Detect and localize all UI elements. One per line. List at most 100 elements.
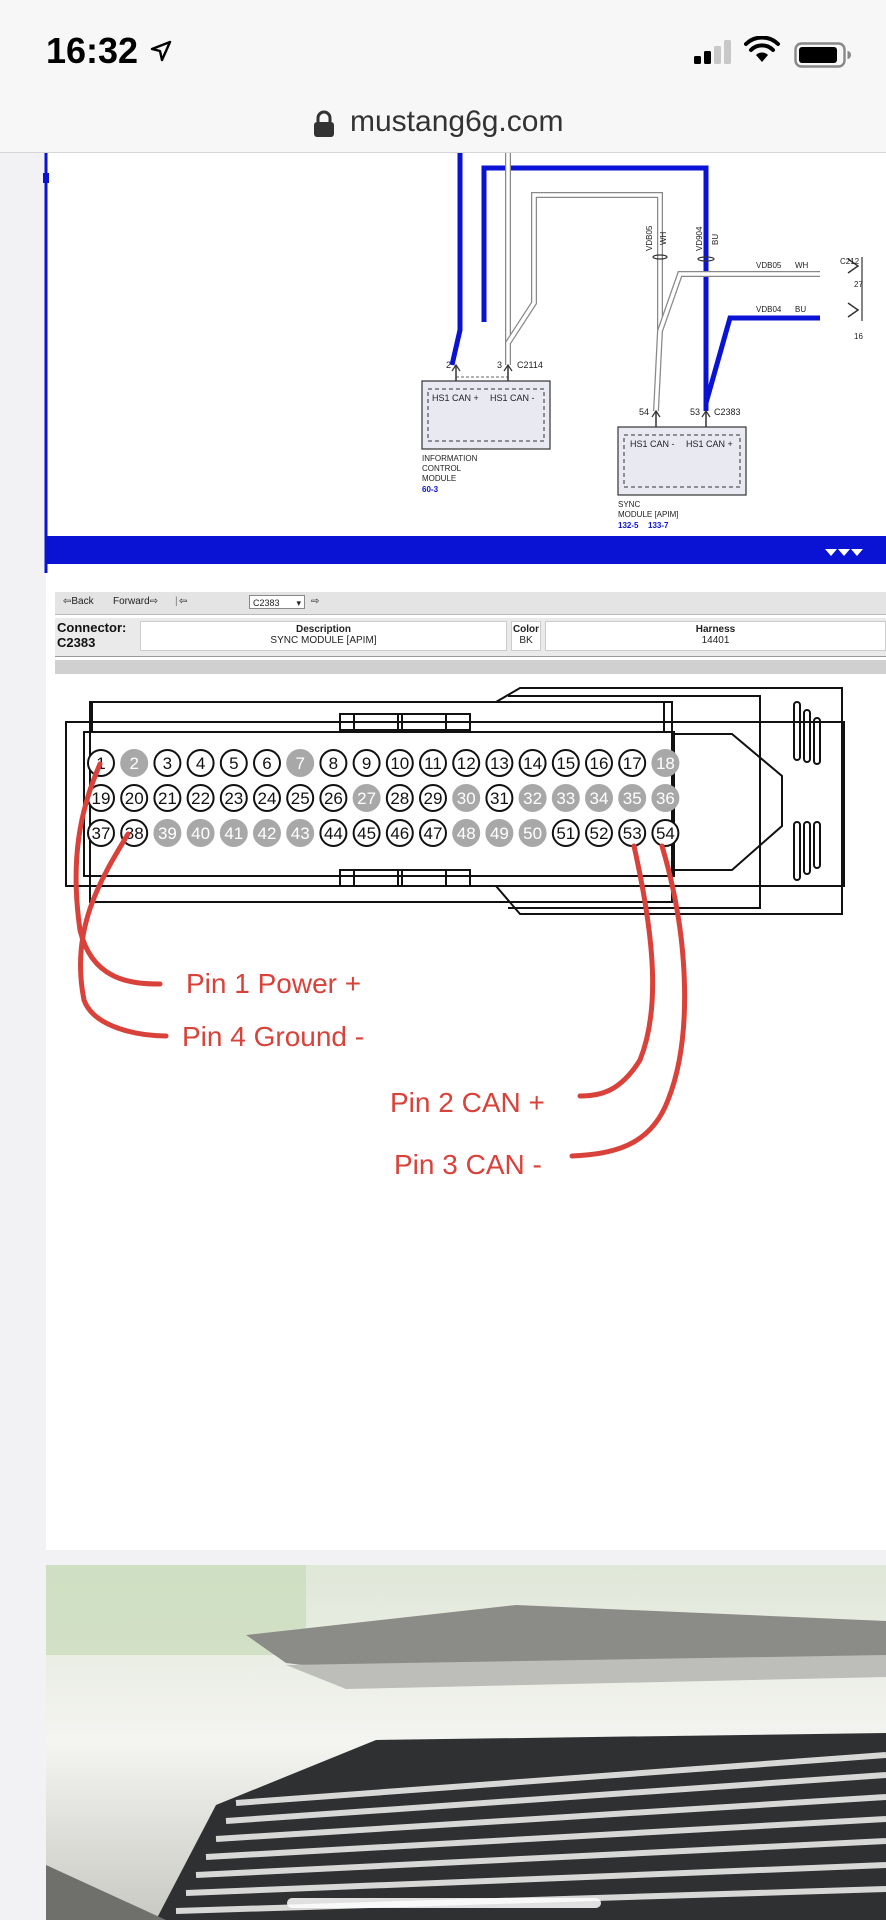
- svg-text:VD904: VD904: [695, 226, 704, 251]
- pin-5: [219, 749, 248, 777]
- connector-select[interactable]: C2383▾: [249, 595, 305, 609]
- pin-12: [452, 749, 481, 777]
- pin-label-29: 29: [424, 789, 443, 808]
- pin-label-13: 13: [490, 754, 509, 773]
- color-cell: Color BK: [511, 621, 541, 651]
- sync-ref-link-1[interactable]: 132-5: [618, 521, 639, 530]
- pin-label-54: 54: [656, 824, 675, 843]
- connector-label: Connector:: [57, 620, 127, 635]
- battery-icon: [794, 42, 851, 68]
- svg-text:MODULE [APIM]: MODULE [APIM]: [618, 510, 678, 519]
- address-bar[interactable]: mustang6g.com: [0, 100, 886, 153]
- pin-label-4: 4: [196, 754, 205, 773]
- pin-label-42: 42: [258, 824, 277, 843]
- pin-48: [452, 819, 481, 847]
- forward-button[interactable]: Forward⇨: [113, 596, 159, 607]
- pin3-annotation: Pin 3 CAN -: [394, 1149, 542, 1180]
- svg-text:CONTROL: CONTROL: [422, 464, 462, 473]
- pin-label-20: 20: [125, 789, 144, 808]
- pin-label-36: 36: [656, 789, 675, 808]
- svg-text:27: 27: [854, 280, 863, 289]
- url-text[interactable]: mustang6g.com: [350, 105, 564, 138]
- pin-label-6: 6: [262, 754, 271, 773]
- pin-label-25: 25: [291, 789, 310, 808]
- pin-label-51: 51: [556, 824, 575, 843]
- svg-text:WH: WH: [659, 231, 668, 245]
- pin-37: [87, 819, 115, 847]
- circuit-vdb04-label: VDB04: [756, 305, 782, 314]
- connector-value: C2383: [57, 635, 96, 650]
- back-button[interactable]: ⇦Back: [63, 596, 94, 607]
- pin-label-49: 49: [490, 824, 509, 843]
- pin-label-41: 41: [224, 824, 243, 843]
- pin-label-32: 32: [523, 789, 542, 808]
- pin-label-45: 45: [357, 824, 376, 843]
- pin-label-18: 18: [656, 754, 675, 773]
- status-time: 16:32: [46, 30, 139, 71]
- pin-label-40: 40: [191, 824, 210, 843]
- pin-43: [286, 819, 315, 847]
- pin-16: [585, 749, 613, 777]
- pin-51: [551, 819, 580, 847]
- pin-17: [618, 749, 647, 777]
- pin-label-17: 17: [623, 754, 642, 773]
- pin-label-30: 30: [457, 789, 476, 808]
- pin-23: [219, 784, 248, 812]
- pin-2: [120, 749, 149, 777]
- pin-label-26: 26: [324, 789, 343, 808]
- pin-8: [319, 749, 348, 777]
- pin-54: [651, 819, 680, 847]
- next-connector-button[interactable]: ⇨: [311, 596, 320, 607]
- pin-label-22: 22: [191, 789, 210, 808]
- wire-blue-main: [481, 165, 709, 411]
- pin-label-50: 50: [523, 824, 542, 843]
- triple-chevron-down-icon[interactable]: [825, 549, 863, 556]
- icm-ref-link[interactable]: 60-3: [422, 485, 439, 494]
- sync-ref-link-2[interactable]: 133-7: [648, 521, 669, 530]
- pin-28: [385, 784, 414, 812]
- pin-46: [385, 819, 414, 847]
- icm-module-box: [421, 380, 551, 450]
- pin2-wire: [577, 843, 656, 1099]
- pin-label-21: 21: [158, 789, 177, 808]
- pin-50: [518, 819, 547, 847]
- status-bar: 16:32: [0, 0, 886, 100]
- pin-7: [286, 749, 315, 777]
- svg-text:VDB05: VDB05: [645, 225, 654, 251]
- dashboard-photo-image: [46, 1565, 886, 1920]
- pin-10: [385, 749, 414, 777]
- pin-35: [618, 784, 647, 812]
- pin-21: [153, 784, 182, 812]
- pin-label-43: 43: [291, 824, 310, 843]
- pin-label-15: 15: [556, 754, 575, 773]
- pin-30: [452, 784, 481, 812]
- pin-41: [219, 819, 248, 847]
- pin-20: [120, 784, 149, 812]
- viewer-toolbar: ⇦Back Forward⇨ | ⇦ C2383▾ ⇨: [55, 592, 886, 615]
- icm-pin-3-label: 3: [497, 360, 502, 370]
- pin-45: [352, 819, 381, 847]
- pin-4: [186, 749, 215, 777]
- lock-icon: [314, 110, 334, 137]
- pin-9: [352, 749, 381, 777]
- pin-32: [518, 784, 547, 812]
- svg-text:MODULE: MODULE: [422, 474, 456, 483]
- prev-connector-button[interactable]: ⇦: [179, 596, 188, 607]
- pin-label-53: 53: [623, 824, 642, 843]
- pin-36: [651, 784, 680, 812]
- home-indicator[interactable]: [287, 1898, 601, 1908]
- wire-blue-left: [449, 153, 463, 366]
- pin-29: [419, 784, 447, 812]
- pin-40: [186, 819, 215, 847]
- pin-11: [419, 749, 447, 777]
- pin-15: [551, 749, 580, 777]
- pin-label-48: 48: [457, 824, 476, 843]
- sync-pin-54-label: 54: [639, 407, 649, 417]
- pin-label-12: 12: [457, 754, 476, 773]
- pin-label-46: 46: [390, 824, 409, 843]
- harness-cell: Harness 14401: [545, 621, 886, 651]
- pin-label-10: 10: [390, 754, 409, 773]
- pin-24: [253, 784, 281, 812]
- location-arrow-icon: [150, 40, 172, 62]
